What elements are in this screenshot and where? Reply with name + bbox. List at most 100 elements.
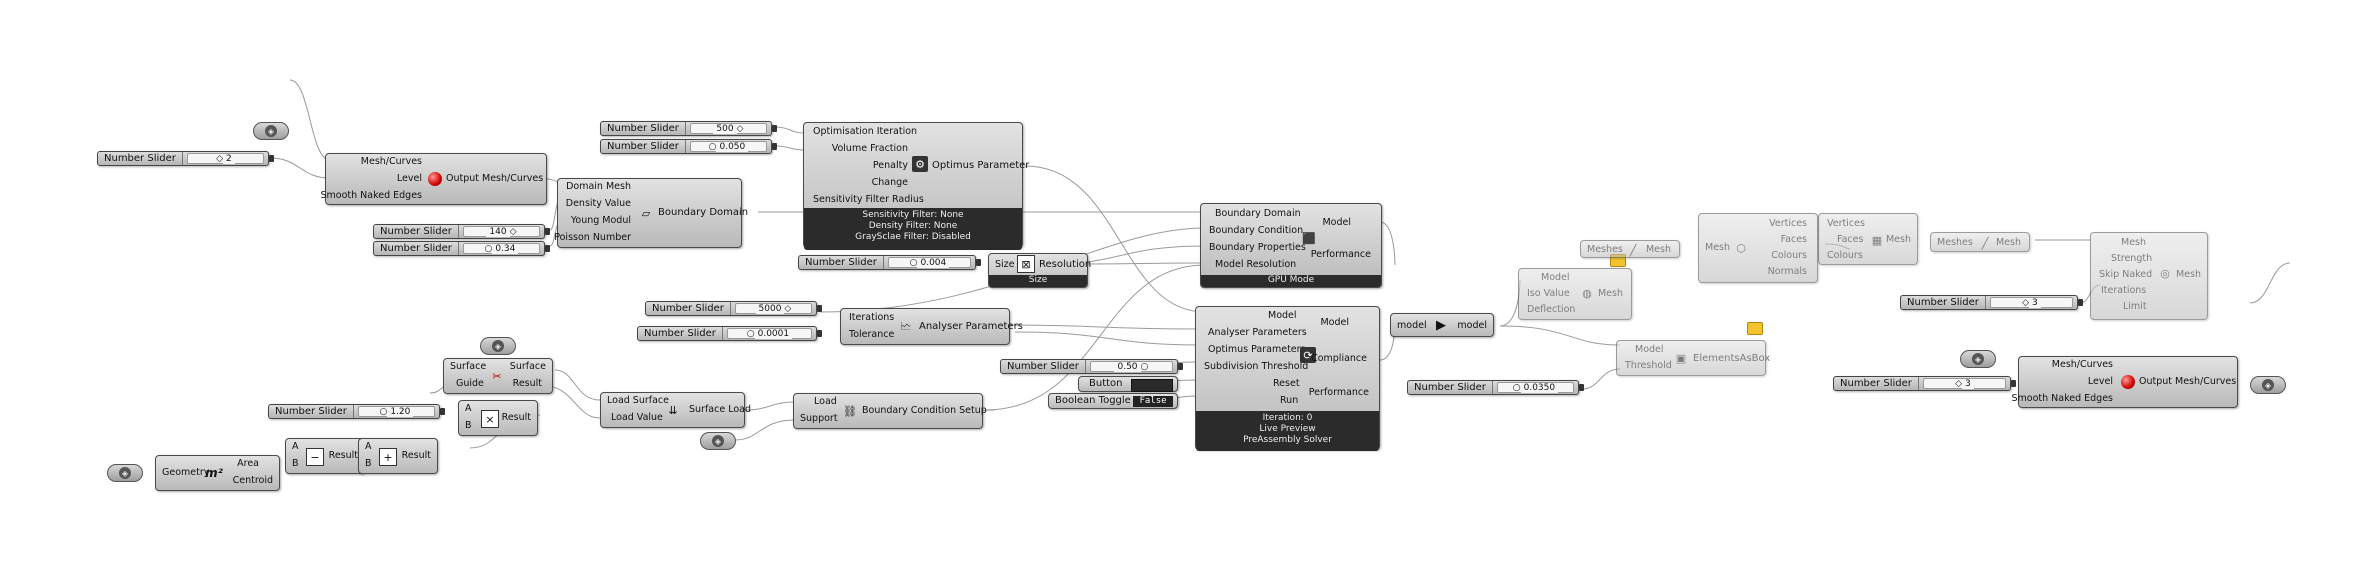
port-density-value[interactable]: Density Value [565,198,631,209]
button-node[interactable]: Button [1078,376,1178,392]
optimus-parameter-node[interactable]: Optimisation Iteration Volume Fraction P… [803,122,1029,250]
port-model[interactable]: Model [1322,217,1351,228]
port-smooth-naked-edges[interactable]: Smooth Naked Edges [2011,393,2113,404]
port-colours[interactable]: Colours [1827,250,1863,261]
port-b[interactable]: B [292,458,299,469]
boundary-domain-node[interactable]: Domain Mesh Density Value Young Modul Po… [554,178,748,248]
port-iterations[interactable]: Iterations [2101,285,2147,296]
port-young-modul[interactable]: Young Modul [570,215,631,226]
param-hub-2[interactable]: ◈ [1960,350,1996,368]
port-a[interactable]: A [292,441,299,452]
port-area[interactable]: Area [237,458,259,469]
port-mesh-curves[interactable]: Mesh/Curves [360,156,422,167]
port-boundary-properties[interactable]: Boundary Properties [1209,242,1306,253]
slider-track[interactable]: ○ 0.0350 [1496,382,1574,393]
port-model[interactable]: Model [1268,310,1297,321]
smooth-mesh-node[interactable]: Mesh Strength Skip Naked Iterations Limi… [2090,232,2208,320]
slider-track[interactable]: 5000 ◇ [734,303,812,314]
port-optimus-parameters[interactable]: Optimus Parameters [1208,344,1306,355]
port-result[interactable]: Result [401,450,431,461]
slider-grip[interactable] [440,408,445,415]
number-slider-13[interactable]: Number Slider ◇ 3 [1833,376,2016,391]
port-skip-naked[interactable]: Skip Naked [2099,269,2153,280]
port-load-value[interactable]: Load Value [611,412,663,423]
port-deflection[interactable]: Deflection [1527,304,1576,315]
port-faces[interactable]: Faces [1780,234,1807,245]
port-result[interactable]: Result [328,450,358,461]
port-model-resolution[interactable]: Model Resolution [1215,259,1297,270]
param-hub-3[interactable]: ◈ [2250,376,2286,394]
port-change[interactable]: Change [871,177,908,188]
slider-grip[interactable] [772,125,777,132]
push-button[interactable] [1131,379,1173,392]
port-a[interactable]: A [465,403,472,414]
number-slider-10[interactable]: Number Slider 0.50 ○ [1000,359,1183,374]
port-b[interactable]: B [465,420,472,431]
meshcurves-node-2[interactable]: Mesh/Curves Level Smooth Naked Edges Out… [2011,356,2238,408]
number-slider-4[interactable]: Number Slider 140 ◇ [373,224,550,239]
param-hub-1[interactable]: ◈ [253,122,289,140]
port-subdivision-threshold[interactable]: Subdivision Threshold [1204,361,1309,372]
slider-grip[interactable] [817,305,822,312]
surface-split-node[interactable]: Surface Guide ✂ Surface Result [443,358,553,394]
subtraction-node[interactable]: A B − Result [285,438,365,474]
port-geometry[interactable]: Geometry [162,467,210,478]
port-result[interactable]: Result [501,412,531,423]
port-level[interactable]: Level [2087,376,2113,387]
resolution-node[interactable]: Size ⊠ Resolution Size [988,253,1091,288]
isovalue-node[interactable]: Model Iso Value Deflection ◍ Mesh [1518,268,1632,320]
port-penalty[interactable]: Penalty [872,160,908,171]
port-mesh-curves[interactable]: Mesh/Curves [2051,359,2113,370]
port-compliance[interactable]: Compliance [1311,353,1367,364]
port-load[interactable]: Load [814,396,837,407]
port-centroid[interactable]: Centroid [232,475,273,486]
port-surface[interactable]: Surface [450,361,487,372]
slider-grip[interactable] [545,245,550,252]
slider-track[interactable]: ◇ 3 [1989,297,2073,308]
port-mesh[interactable]: Mesh [2121,237,2147,248]
port-performance[interactable]: Performance [1308,387,1369,398]
port-threshold[interactable]: Threshold [1625,360,1672,371]
port-support[interactable]: Support [800,413,838,424]
port-performance[interactable]: Performance [1310,249,1371,260]
slider-grip[interactable] [1579,384,1584,391]
port-vertices[interactable]: Vertices [1827,218,1865,229]
solver-node[interactable]: Model Analyser Parameters Optimus Parame… [1195,306,1380,451]
area-node[interactable]: Geometry m² Area Centroid [155,455,280,491]
toggle-value[interactable]: False [1133,396,1173,407]
port-guide[interactable]: Guide [456,378,484,389]
slider-track[interactable]: ○ 1.20 [357,406,435,417]
port-iterations[interactable]: Iterations [849,312,895,323]
number-slider-6[interactable]: Number Slider ○ 0.004 [798,255,981,270]
mesh-join-node-2[interactable]: Meshes ╱ Mesh [1930,232,2030,252]
port-boundary-condition[interactable]: Boundary Condition [1209,225,1304,236]
port-volume-fraction[interactable]: Volume Fraction [831,143,908,154]
surface-load-node[interactable]: Load Surface Load Value ⇊ Surface Load [600,392,751,428]
port-surface-out[interactable]: Surface [509,361,546,372]
slider-grip[interactable] [269,155,274,162]
slider-grip[interactable] [2078,299,2083,306]
mesh-join-node-1[interactable]: Meshes ╱ Mesh [1580,240,1680,258]
slider-track[interactable]: ○ 0.004 [887,257,971,268]
slider-grip[interactable] [1178,363,1183,370]
port-model-in[interactable]: model [1397,320,1427,331]
port-smooth-naked-edges[interactable]: Smooth Naked Edges [320,190,422,201]
port-strength[interactable]: Strength [2111,253,2153,264]
port-run[interactable]: Run [1280,395,1299,406]
port-mesh[interactable]: Mesh [1885,234,1911,245]
meshcurves-node-1[interactable]: Mesh/Curves Level Smooth Naked Edges Out… [320,153,547,205]
param-hub-4[interactable]: ◈ [480,337,516,355]
port-sensitivity-filter-radius[interactable]: Sensitivity Filter Radius [813,194,924,205]
port-size[interactable]: Size [995,259,1015,270]
port-model[interactable]: Model [1541,272,1570,283]
number-slider-11[interactable]: Number Slider ○ 0.0350 [1407,380,1584,395]
port-normals[interactable]: Normals [1767,266,1807,277]
number-slider-3[interactable]: Number Slider ○ 0.050 [600,139,777,154]
param-hub-5[interactable]: ◈ [700,432,736,450]
slider-grip[interactable] [545,228,550,235]
slider-track[interactable]: 0.50 ○ [1089,361,1173,372]
slider-track[interactable]: ○ 0.050 [689,141,767,152]
port-vertices[interactable]: Vertices [1769,218,1807,229]
port-poisson-number[interactable]: Poisson Number [554,232,631,243]
